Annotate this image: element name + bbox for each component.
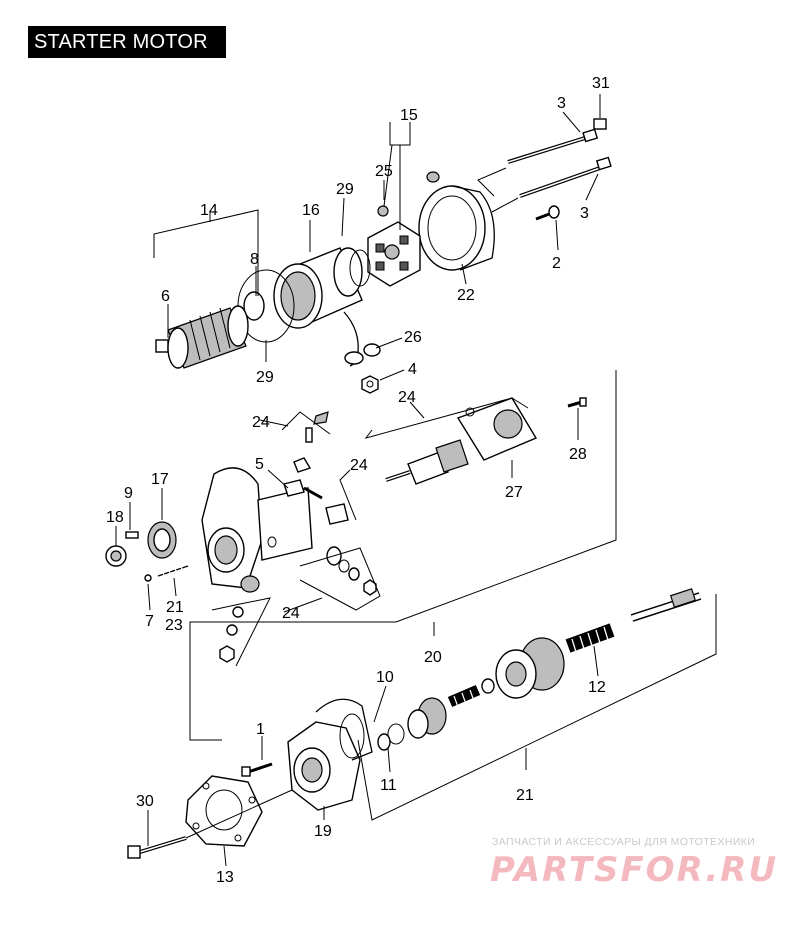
- callout-24-c: 24: [350, 457, 368, 474]
- callout-13: 13: [216, 869, 234, 886]
- callout-3-bottom: 3: [580, 205, 589, 222]
- field-housing-16: [273, 247, 371, 329]
- gasket-13: [185, 775, 263, 847]
- callout-31: 31: [592, 75, 610, 92]
- callout-26: 26: [404, 329, 422, 346]
- callout-30: 30: [136, 793, 154, 810]
- callout-29-bottom: 29: [256, 369, 274, 386]
- leader-lines: [115, 94, 717, 867]
- callout-6: 6: [161, 288, 170, 305]
- washers-24d: [219, 575, 260, 663]
- callout-23: 23: [165, 617, 183, 634]
- diagram-title: STARTER MOTOR: [28, 26, 226, 58]
- drive-spring: [447, 678, 495, 708]
- callout-2: 2: [552, 255, 561, 272]
- drive-housing-19: [287, 698, 373, 811]
- callout-7: 7: [145, 613, 154, 630]
- callout-3-top: 3: [557, 95, 566, 112]
- snap-ring-11: [377, 723, 405, 751]
- watermark-tagline: ЗАПЧАСТИ И АКСЕССУАРЫ ДЛЯ МОТОТЕХНИКИ: [492, 836, 756, 848]
- callout-11: 11: [380, 777, 397, 794]
- callout-9: 9: [124, 485, 133, 502]
- contact-parts-24b: [283, 479, 349, 525]
- bolt-28: [567, 397, 587, 408]
- callout-29-top: 29: [336, 181, 354, 198]
- spring-21-23: [157, 563, 189, 581]
- bolt-cap-31: [593, 118, 607, 130]
- callout-15: 15: [400, 107, 418, 124]
- callout-20: 20: [424, 649, 442, 666]
- callout-25: 25: [375, 163, 393, 180]
- lead-wire-26: [343, 311, 381, 367]
- screw-2: [535, 205, 560, 221]
- through-bolt-top: [507, 128, 599, 164]
- callout-24-d: 24: [282, 605, 300, 622]
- shaft-spring-12: [565, 623, 615, 653]
- callout-labels: 31 3 15 25 29 14 16 3 8 2 6 22 26 4 29 2…: [106, 75, 610, 886]
- brush-plate-15: [367, 205, 421, 287]
- bolt-30: [127, 836, 187, 859]
- pinion-shaft: [630, 588, 702, 622]
- callout-28: 28: [569, 446, 587, 463]
- callout-17: 17: [151, 471, 169, 488]
- ball-7: [144, 574, 152, 582]
- callout-27: 27: [505, 484, 523, 501]
- callout-24-b: 24: [252, 414, 270, 431]
- callout-24-a: 24: [398, 389, 416, 406]
- callout-16: 16: [302, 202, 320, 219]
- callout-10: 10: [376, 669, 394, 686]
- callout-18: 18: [106, 509, 124, 526]
- callout-19: 19: [314, 823, 332, 840]
- retainer-18: [105, 545, 127, 567]
- pin-9: [125, 531, 139, 539]
- nut-4: [361, 375, 379, 394]
- solenoid-housing-20: [201, 467, 313, 589]
- pinion-gear-17: [147, 521, 177, 559]
- watermark-logo: PARTSFOR.RU: [490, 850, 779, 890]
- through-bolt-bottom: [519, 156, 612, 198]
- callout-12: 12: [588, 679, 606, 696]
- callout-22: 22: [457, 287, 475, 304]
- callout-5: 5: [255, 456, 264, 473]
- contact-parts-24a: [293, 411, 329, 473]
- callout-8: 8: [250, 251, 259, 268]
- callout-14: 14: [200, 202, 218, 219]
- bolt-1: [241, 762, 273, 777]
- armature-14: [155, 305, 249, 369]
- overrunning-clutch: [495, 637, 565, 699]
- end-cap-22: [418, 171, 495, 271]
- callout-1: 1: [256, 721, 265, 738]
- idler-gear: [407, 697, 447, 739]
- plunger-assembly-27: [385, 397, 538, 485]
- callout-21-b: 21: [516, 787, 534, 804]
- callout-4: 4: [408, 361, 417, 378]
- callout-21-a: 21: [166, 599, 184, 616]
- washers-24c: [326, 546, 377, 596]
